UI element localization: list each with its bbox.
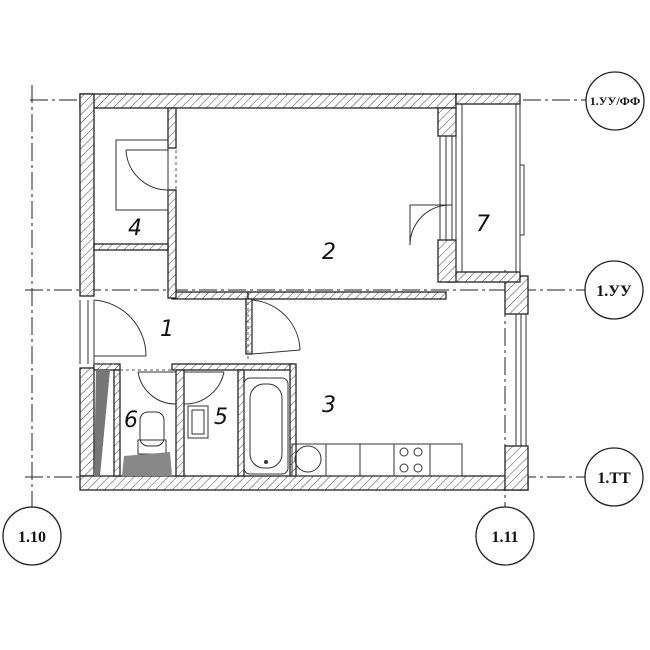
axis-label-tt: 1.ТТ [597, 470, 631, 487]
room-3-label: 3 [322, 393, 336, 418]
room-2-label: 2 [322, 240, 336, 265]
kitchen [291, 443, 463, 477]
axis-label-110: 1.10 [18, 529, 46, 546]
balcony [455, 104, 525, 272]
room-7-label: 7 [476, 212, 490, 237]
room-5-label: 5 [214, 405, 228, 430]
room-labels: 1 2 3 4 5 6 7 [124, 212, 490, 433]
doors [93, 139, 453, 405]
windows [79, 136, 527, 446]
axis-label-111: 1.11 [491, 529, 518, 546]
axis-bubble-111: 1.11 [475, 506, 535, 566]
axis-label-uu-ff: 1.УУ/ФФ [590, 94, 641, 108]
fixtures [94, 370, 289, 476]
room-4-label: 4 [128, 216, 142, 241]
dashed-lines [94, 150, 249, 371]
axis-bubble-110: 1.10 [2, 506, 62, 566]
axis-bubble-uu-ff: 1.УУ/ФФ [585, 71, 645, 131]
axis-bubble-tt: 1.ТТ [584, 447, 644, 507]
room-1-label: 1 [160, 317, 174, 342]
axis-bubble-uu: 1.УУ [584, 260, 644, 320]
room-6-label: 6 [124, 408, 138, 433]
axis-label-uu: 1.УУ [596, 283, 632, 300]
walls [79, 93, 529, 491]
